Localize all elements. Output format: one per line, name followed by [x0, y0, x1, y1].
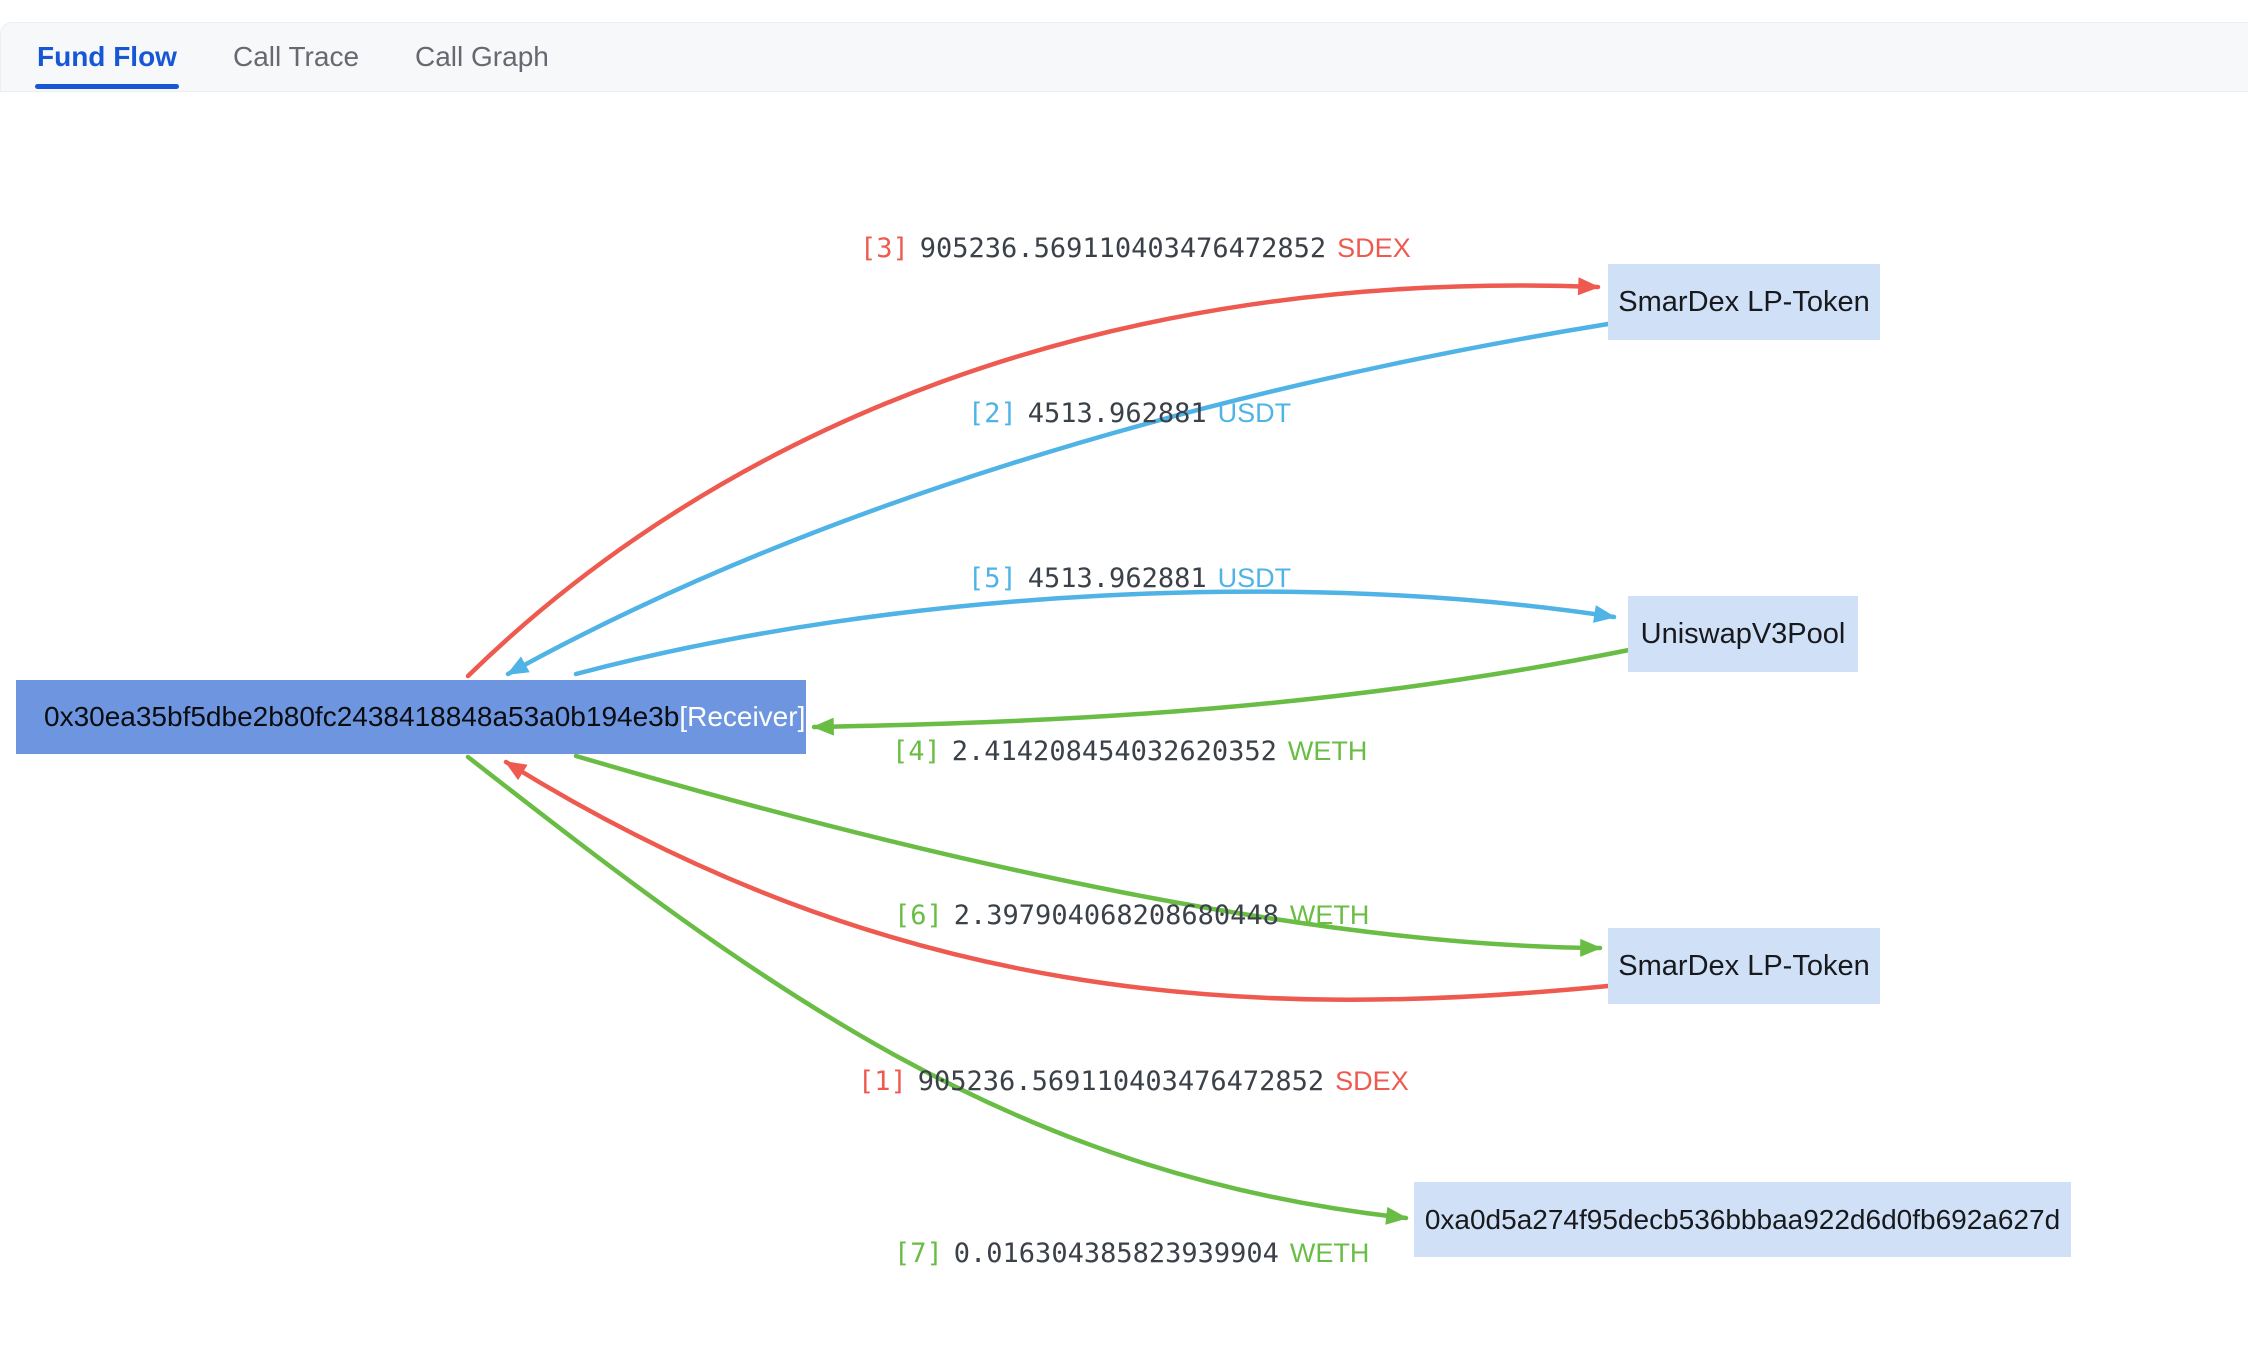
- edge-amount: 4513.962881: [1027, 398, 1207, 429]
- edge-index: [7]: [894, 1238, 943, 1269]
- node-label-smardex-lp-top: SmarDex LP-Token: [1618, 285, 1870, 318]
- edge-amount: 905236.569110403476472852: [919, 233, 1327, 264]
- edge-curve-6-receiver-to-smardex-lp-bottom: [573, 753, 1603, 957]
- node-receiver[interactable]: 0x30ea35bf5dbe2b80fc2438418848a53a0b194e…: [16, 680, 806, 754]
- edge-amount: 905236.569110403476472852: [917, 1066, 1325, 1097]
- receiver-tag: [Receiver]: [679, 701, 806, 732]
- edge-curve-5-receiver-to-uniswap-v3-pool: [573, 589, 1617, 677]
- tab-label-call-trace: Call Trace: [232, 41, 360, 72]
- node-smardex-lp-bottom[interactable]: SmarDex LP-Token: [1608, 928, 1880, 1004]
- edge-amount: 0.016304385823939904: [953, 1238, 1279, 1269]
- edge-token-symbol: USDT: [1217, 398, 1292, 428]
- node-label-uniswap-v3-pool: UniswapV3Pool: [1640, 617, 1846, 650]
- edge-token-symbol: WETH: [1289, 900, 1370, 930]
- edge-amount: 2.414208454032620352: [951, 736, 1277, 767]
- tab-bar: Fund Flow Call Trace Call Graph: [0, 22, 2248, 92]
- receiver-address: 0x30ea35bf5dbe2b80fc2438418848a53a0b194e…: [44, 701, 680, 732]
- edge-label-6[interactable]: [6] 2.397904068208680448 WETH: [894, 896, 1369, 935]
- node-label-addr-0xa0d5: 0xa0d5a274f95decb536bbbaa922d6d0fb692a62…: [1424, 1203, 2061, 1235]
- edge-label-1[interactable]: [1] 905236.569110403476472852 SDEX: [858, 1062, 1409, 1101]
- edge-curve-7-receiver-to-addr-0xa0d5: [465, 754, 1409, 1225]
- edge-token-symbol: SDEX: [1337, 233, 1411, 263]
- tab-label-call-graph: Call Graph: [415, 41, 549, 72]
- edge-token-symbol: SDEX: [1335, 1066, 1409, 1096]
- edge-token-symbol: WETH: [1287, 736, 1368, 766]
- edge-index: [3]: [860, 233, 909, 264]
- edge-index: [5]: [968, 563, 1017, 594]
- edges-layer: [465, 277, 1632, 1225]
- edge-index: [6]: [894, 900, 943, 931]
- edge-token-symbol: USDT: [1217, 563, 1292, 593]
- edge-token-symbol: WETH: [1289, 1238, 1370, 1268]
- edge-label-7[interactable]: [7] 0.016304385823939904 WETH: [894, 1234, 1369, 1273]
- node-smardex-lp-top[interactable]: SmarDex LP-Token: [1608, 264, 1880, 340]
- edge-amount: 2.397904068208680448: [953, 900, 1279, 931]
- node-uniswap-v3-pool[interactable]: UniswapV3Pool: [1628, 596, 1858, 672]
- edge-curve-1-smardex-lp-bottom-to-receiver: [503, 759, 1611, 1002]
- active-tab-indicator: [35, 84, 179, 89]
- node-label-smardex-lp-bottom: SmarDex LP-Token: [1618, 949, 1870, 982]
- edge-label-2[interactable]: [2] 4513.962881 USDT: [968, 394, 1291, 433]
- edge-curve-3-receiver-to-smardex-lp-top: [465, 277, 1601, 679]
- node-addr-0xa0d5[interactable]: 0xa0d5a274f95decb536bbbaa922d6d0fb692a62…: [1414, 1182, 2071, 1257]
- tab-call-graph[interactable]: Call Graph: [413, 23, 551, 91]
- edge-curve-2-smardex-lp-top-to-receiver: [505, 321, 1611, 677]
- edge-amount: 4513.962881: [1027, 563, 1207, 594]
- tab-call-trace[interactable]: Call Trace: [231, 23, 361, 91]
- edge-label-3[interactable]: [3] 905236.569110403476472852 SDEX: [860, 229, 1411, 268]
- edge-index: [2]: [968, 398, 1017, 429]
- edge-index: [1]: [858, 1066, 907, 1097]
- tab-label-fund-flow: Fund Flow: [37, 41, 177, 72]
- edge-label-4[interactable]: [4] 2.414208454032620352 WETH: [892, 732, 1367, 771]
- edge-curve-4-uniswap-v3-pool-to-receiver: [811, 647, 1632, 736]
- edge-index: [4]: [892, 736, 941, 767]
- tab-fund-flow[interactable]: Fund Flow: [35, 23, 179, 91]
- edge-label-5[interactable]: [5] 4513.962881 USDT: [968, 559, 1291, 598]
